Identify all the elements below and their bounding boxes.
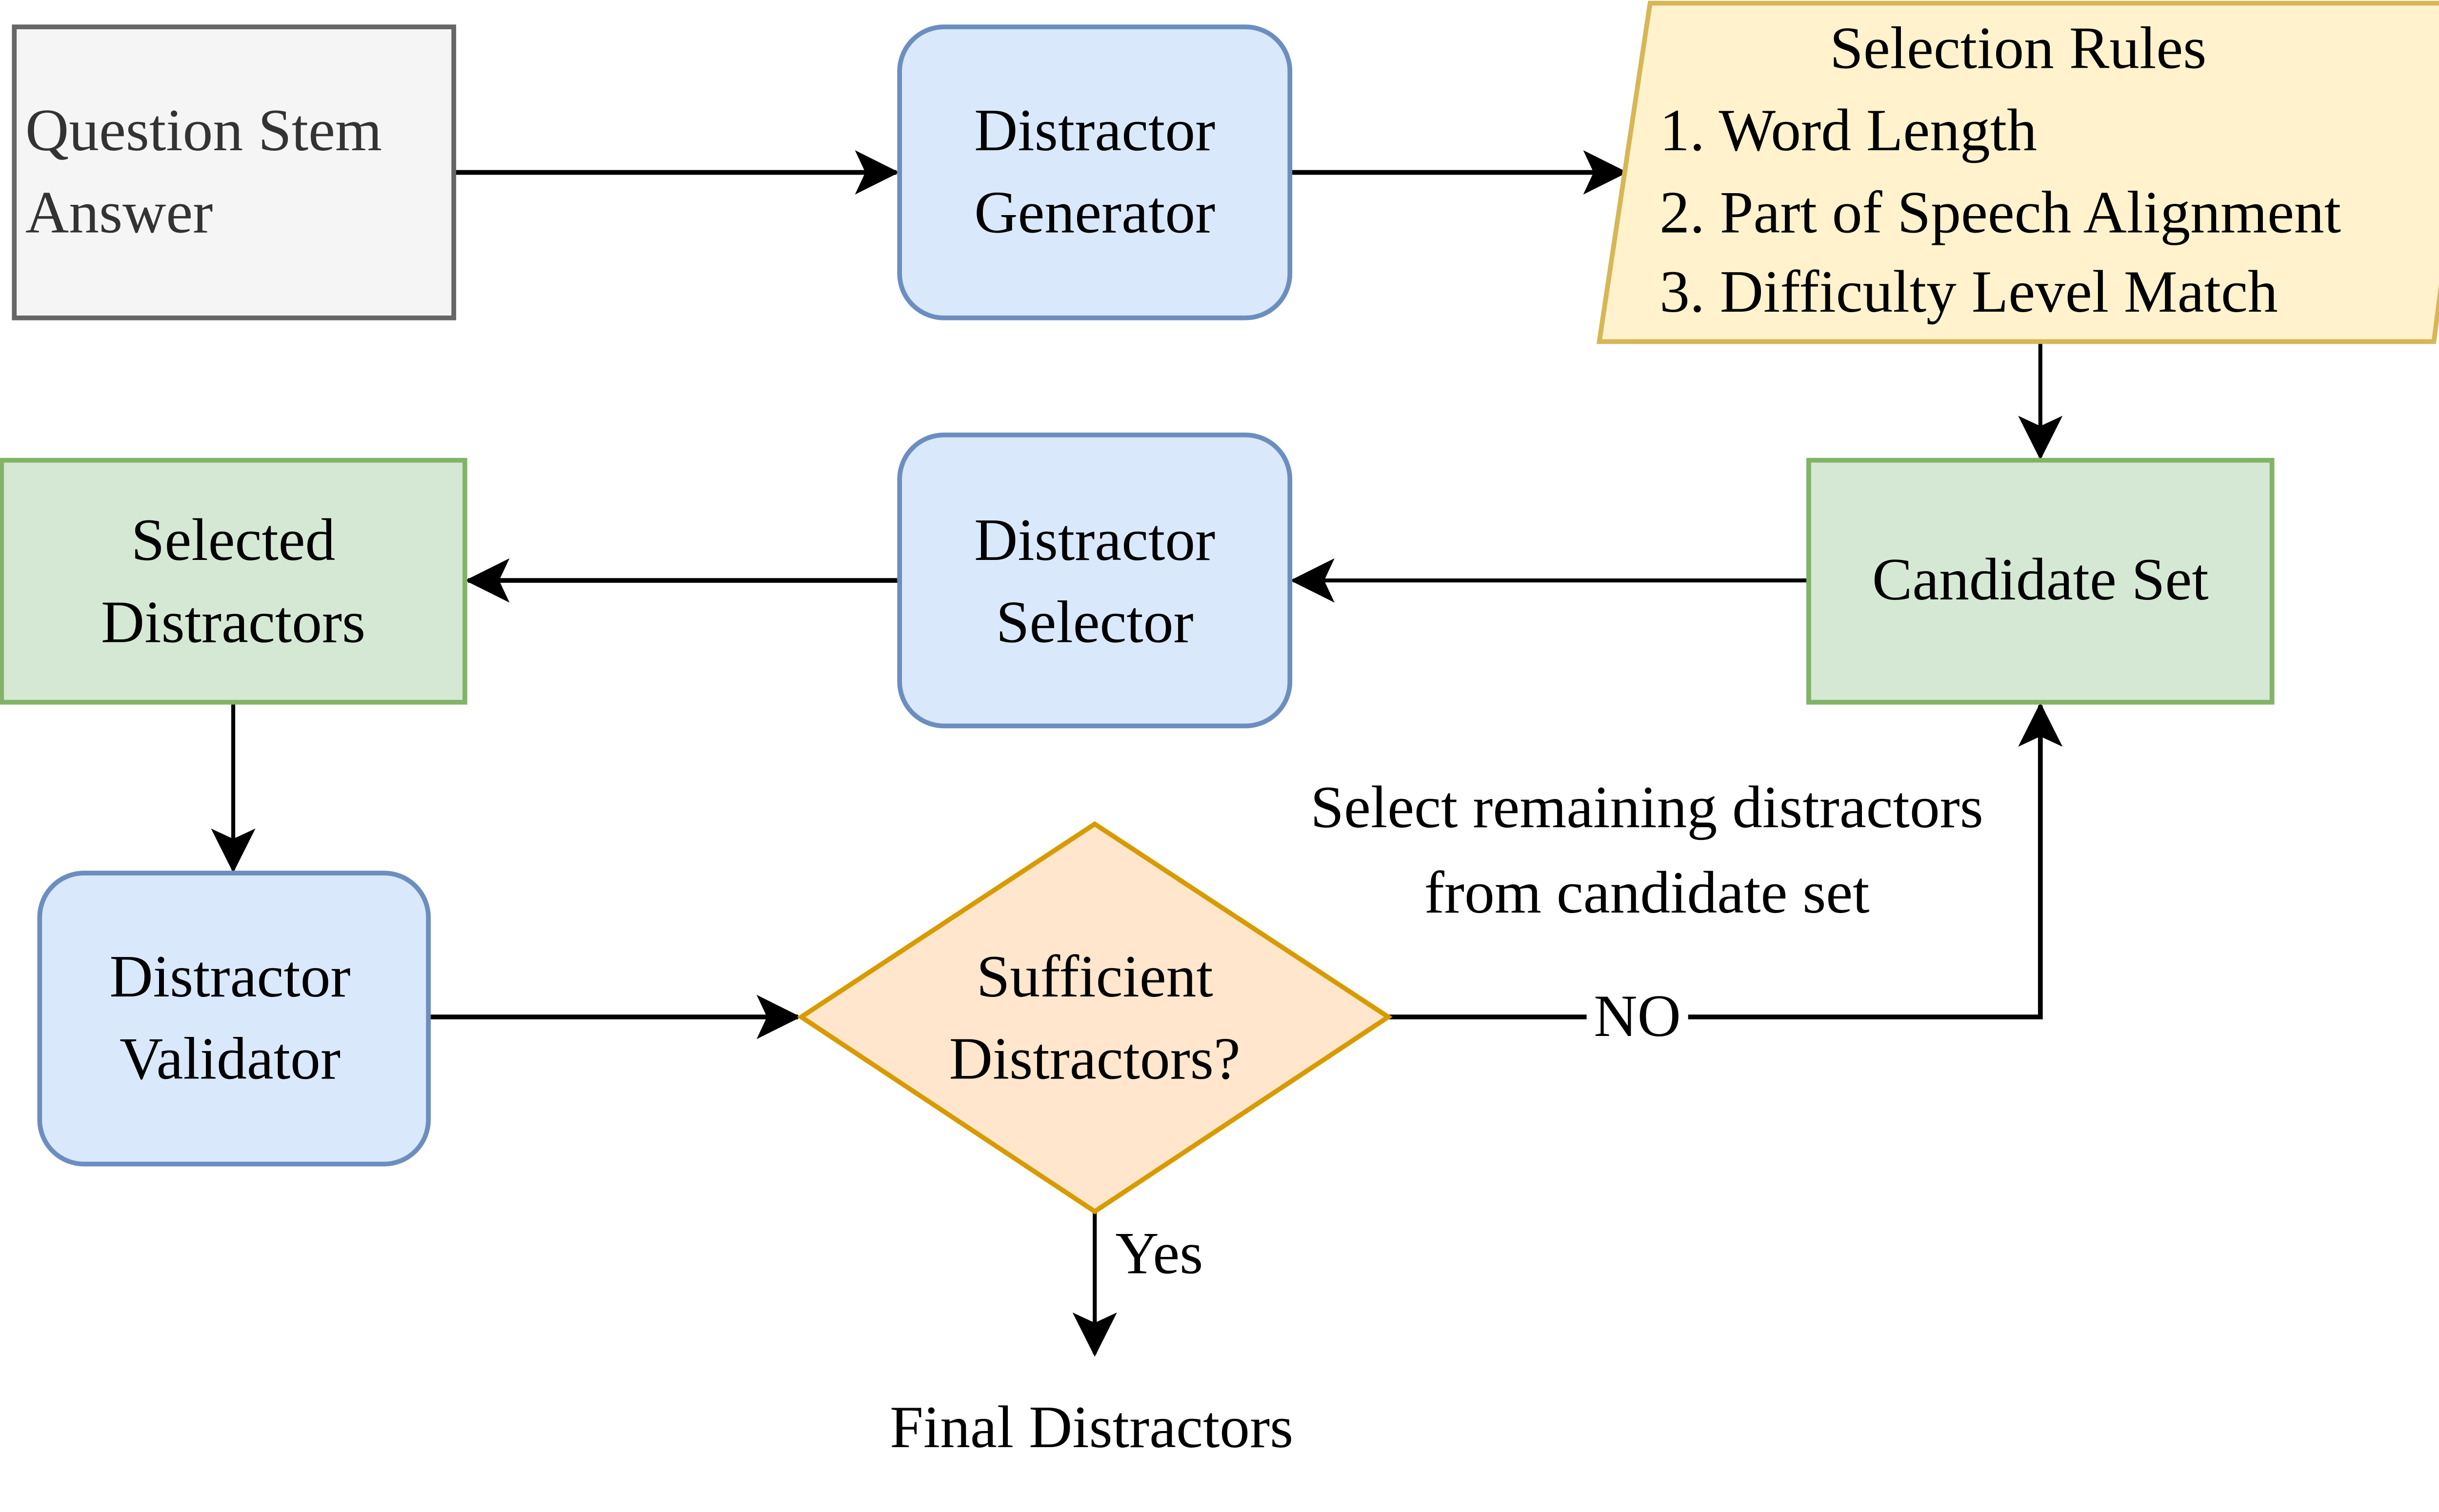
node-selector-line-1: Distractor — [974, 506, 1215, 573]
node-distractor-validator: Distractor Validator — [37, 871, 431, 1167]
node-candidate-label: Candidate Set — [1872, 546, 2209, 613]
node-generator-line-1: Distractor — [974, 97, 1215, 163]
node-selection-rules: Selection Rules 1. Word Length 2. Part o… — [1596, 0, 2439, 344]
node-validator-line-1: Distractor — [110, 943, 351, 1010]
edge-labels: NO Yes Select remaining distractors from… — [1116, 774, 1983, 1286]
node-distractor-selector: Distractor Selector — [897, 432, 1293, 729]
node-decision-line-2: Distractors? — [949, 1025, 1240, 1092]
node-sufficient-decision: Sufficient Distractors? — [797, 821, 1393, 1214]
rules-item-1: 1. Word Length — [1659, 97, 2037, 163]
node-question-stem-answer: Question Stem Answer — [12, 24, 457, 320]
node-input-line-2: Answer — [25, 179, 213, 246]
node-selector-line-2: Selector — [996, 589, 1194, 656]
node-decision-line-1: Sufficient — [977, 943, 1213, 1010]
edge-label-no: NO — [1594, 982, 1680, 1049]
loop-note-line-1: Select remaining distractors — [1310, 774, 1983, 840]
node-selected-line-1: Selected — [131, 506, 336, 573]
node-validator-line-2: Validator — [120, 1025, 340, 1092]
loop-note-line-2: from candidate set — [1424, 859, 1870, 926]
edges — [211, 150, 2063, 1357]
node-candidate-set: Candidate Set — [1806, 458, 2275, 705]
edge-label-yes: Yes — [1116, 1220, 1203, 1287]
rules-title: Selection Rules — [1830, 15, 2206, 81]
rules-item-2: 2. Part of Speech Alignment — [1659, 179, 2341, 246]
rules-item-3: 3. Difficulty Level Match — [1659, 258, 2278, 325]
node-input-line-1: Question Stem — [25, 97, 382, 163]
node-final-distractors: Final Distractors — [890, 1393, 1293, 1460]
node-selected-line-2: Distractors — [101, 589, 365, 656]
node-distractor-generator: Distractor Generator — [897, 24, 1293, 320]
node-generator-line-2: Generator — [974, 179, 1215, 246]
node-selected-distractors: Selected Distractors — [0, 458, 467, 705]
